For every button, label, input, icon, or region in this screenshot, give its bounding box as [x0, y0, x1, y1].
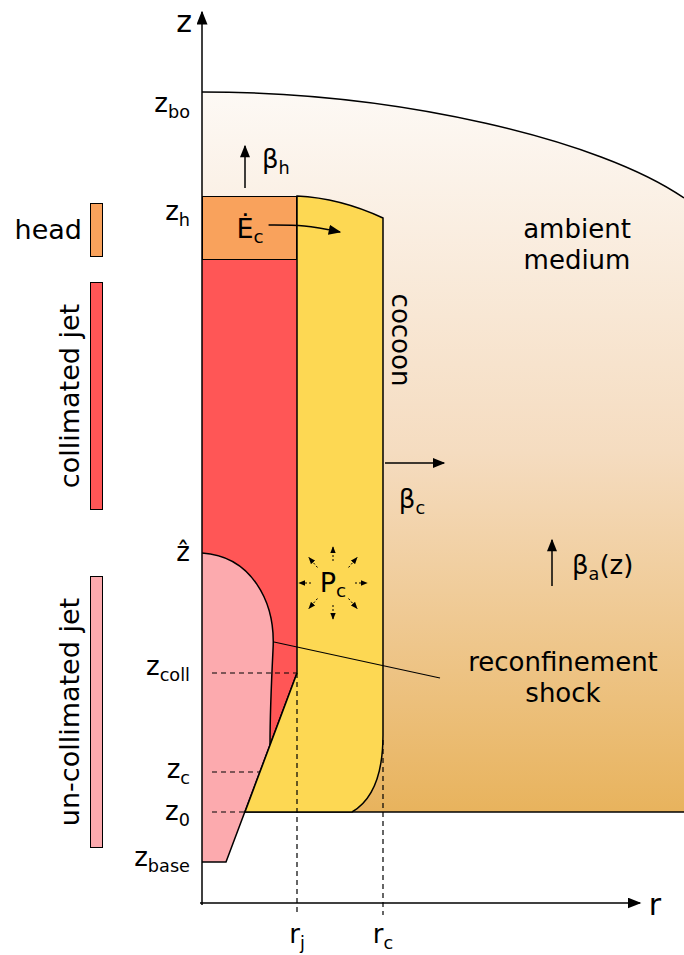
legend-swatch [90, 576, 103, 848]
height-label: zc [167, 754, 190, 785]
energy-flow-arrow [269, 225, 340, 232]
region-label: cocoon [384, 294, 415, 387]
pressure-arrow [299, 583, 311, 584]
cocoon-shape [245, 196, 383, 812]
velocity-label: βc [399, 484, 425, 515]
pressure-arrows [299, 547, 367, 619]
reconfinement-shock [202, 553, 273, 745]
pressure-arrow [349, 599, 357, 609]
breakout-front [202, 92, 684, 198]
uncollimated-jet [202, 553, 273, 862]
legend-swatch [90, 203, 103, 257]
legend-text: collimated jet [54, 304, 86, 488]
height-label: zcoll [146, 651, 190, 682]
legend-text: head [15, 214, 82, 246]
legend-swatch [90, 282, 103, 510]
r-j-dash [296, 673, 297, 915]
edge-layer [269, 225, 340, 232]
region-label: ambient medium [492, 214, 662, 276]
symbol-label: Pc [320, 567, 346, 599]
axis-label: r [649, 887, 661, 923]
velocity-label: βa(z) [572, 550, 633, 581]
callout-label: reconfinement shock [448, 647, 678, 709]
z-axis [201, 12, 203, 905]
pressure-arrow [355, 583, 367, 584]
pressure-arrow [333, 605, 334, 619]
pressure-arrow [309, 599, 317, 609]
r-c-dash [382, 740, 383, 915]
legend-text: un-collimated jet [54, 598, 86, 826]
cocoon-region: cocoonPc [240, 194, 390, 814]
cocoon-outline [240, 194, 390, 814]
velocity-label: βh [262, 144, 290, 175]
height-label: zh [165, 196, 190, 227]
z-c-dash [212, 771, 260, 772]
z-0-dash [212, 811, 245, 812]
height-label: zbase [134, 842, 190, 873]
head-velocity-arrow [244, 146, 246, 188]
radius-label: rj [289, 919, 305, 950]
z-coll-dash [212, 672, 297, 673]
symbol-label: Ėc [236, 213, 263, 245]
axis-label: z [176, 4, 192, 40]
pressure-arrow [349, 558, 357, 568]
height-label: z0 [165, 796, 190, 827]
jet-head: Ėc [202, 196, 297, 260]
leader-line [274, 642, 440, 678]
height-label: ẑ [176, 537, 190, 568]
r-axis [200, 902, 640, 904]
pressure-arrow [309, 558, 317, 568]
height-label: zbo [154, 88, 190, 119]
ambient-velocity-arrow [551, 540, 553, 586]
cocoon-velocity-arrow [385, 462, 444, 464]
radius-label: rc [373, 919, 393, 950]
pressure-arrow [333, 547, 334, 561]
